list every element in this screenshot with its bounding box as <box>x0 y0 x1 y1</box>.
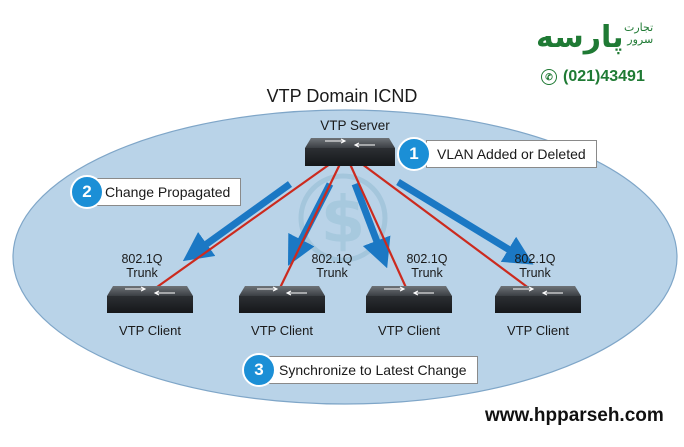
brand-logo-subtext: تجارت سرور <box>624 22 653 46</box>
brand-sub-line1: تجارت <box>624 21 654 34</box>
arrow-to-client-1 <box>182 181 293 262</box>
arrow-to-client-4 <box>396 179 534 265</box>
arrow-to-client-3 <box>351 182 391 269</box>
step-3-callout: Synchronize to Latest Change <box>268 356 478 384</box>
trunk-label-4-line2: Trunk <box>519 266 551 280</box>
trunk-label-3-line1: 802.1Q <box>406 252 448 266</box>
trunk-label-3: 802.1Q Trunk <box>392 252 462 280</box>
vtp-server-label: VTP Server <box>320 118 390 133</box>
trunk-label-1-line1: 802.1Q <box>121 252 163 266</box>
brand-phone: ✆ (021)43491 <box>541 68 645 86</box>
step-3-badge: 3 <box>242 353 276 387</box>
vtp-client-switch-icon-2[interactable] <box>239 286 325 313</box>
trunk-label-3-line2: Trunk <box>411 266 443 280</box>
vtp-client-switch-icon-4[interactable] <box>495 286 581 313</box>
trunk-label-2-line1: 802.1Q <box>311 252 353 266</box>
trunk-link-1 <box>149 163 331 293</box>
vtp-client-label-1: VTP Client <box>119 323 181 338</box>
brand-logo-word: پارسه <box>536 20 624 55</box>
vtp-client-switch-icon-3[interactable] <box>366 286 452 313</box>
trunk-label-4: 802.1Q Trunk <box>500 252 570 280</box>
trunk-link-2 <box>277 163 341 293</box>
brand-phone-number: (021)43491 <box>563 68 645 85</box>
trunk-label-2: 802.1Q Trunk <box>297 252 367 280</box>
step-1-badge: 1 <box>397 137 431 171</box>
trunk-label-1: 802.1Q Trunk <box>107 252 177 280</box>
vtp-domain-title: VTP Domain ICND <box>266 86 418 106</box>
phone-icon: ✆ <box>541 69 557 85</box>
step-1-callout: VLAN Added or Deleted <box>426 140 597 168</box>
trunk-link-3 <box>348 163 410 293</box>
brand-website: www.hpparseh.com <box>485 405 664 426</box>
brand-sub-line2: سرور <box>627 33 654 46</box>
vtp-client-label-3: VTP Client <box>378 323 440 338</box>
vtp-client-label-2: VTP Client <box>251 323 313 338</box>
trunk-link-4 <box>361 163 535 293</box>
trunk-label-2-line2: Trunk <box>316 266 348 280</box>
vtp-client-switch-icon-1[interactable] <box>107 286 193 313</box>
step-2-badge: 2 <box>70 175 104 209</box>
trunk-links <box>149 163 535 293</box>
vtp-client-label-4: VTP Client <box>507 323 569 338</box>
vtp-server-switch-icon[interactable] <box>305 138 395 166</box>
trunk-label-1-line2: Trunk <box>126 266 158 280</box>
step-2-callout: Change Propagated <box>94 178 242 206</box>
trunk-label-4-line1: 802.1Q <box>514 252 556 266</box>
